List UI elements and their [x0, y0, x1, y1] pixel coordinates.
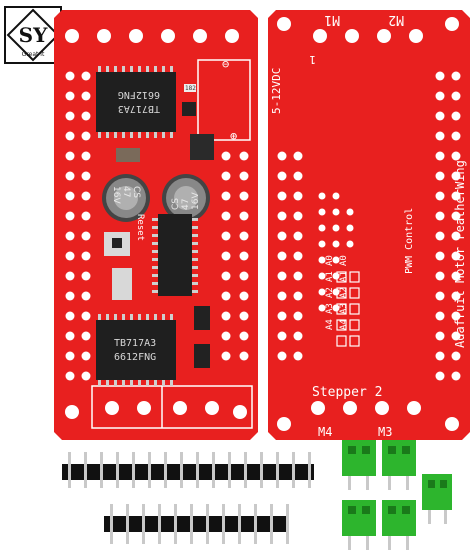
driver-chip-bottom: TB717A3 6612FNG — [96, 314, 176, 386]
label-m1: M1 — [324, 12, 340, 27]
address-jumper-pads — [336, 271, 360, 347]
reset-button — [104, 232, 130, 256]
logo-letters: SY — [19, 23, 48, 47]
mosfet — [190, 134, 214, 160]
right-board-holes — [277, 17, 459, 431]
label-pin1: 1 — [309, 53, 316, 66]
driver-chip-top: TB717A3 6612FNG — [96, 66, 176, 138]
label-m4: M4 — [318, 425, 332, 439]
chip-bottom-line2: 6612FNG — [114, 352, 156, 363]
capacitor-small — [116, 148, 140, 162]
addr-a0-col1: A0 — [325, 255, 335, 266]
reset-label: Reset — [135, 214, 145, 241]
electrolytic-capacitor-left: CS 47 16V — [102, 174, 150, 222]
label-product-name: Adafruit Motor FeatherWing — [453, 160, 467, 348]
terminal-block-1 — [342, 440, 376, 490]
terminal-minus-symbol: ⊖ — [222, 57, 229, 71]
chip-bottom-line1: TB717A3 — [114, 338, 156, 349]
left-board-holes — [65, 29, 247, 419]
resistor-code: 182 — [185, 85, 196, 92]
terminal-block-5 — [382, 500, 416, 550]
addr-a2-col1: A2 — [325, 287, 335, 298]
addr-a4-col2: A4 — [339, 319, 349, 330]
pin-header-long — [62, 452, 314, 488]
logo-caption: Great it — [22, 51, 45, 58]
pin-header-short — [104, 504, 289, 544]
cap-right-line3: 16V — [191, 192, 201, 210]
label-m2: M2 — [388, 12, 404, 27]
resistor — [184, 84, 196, 92]
terminal-block-2 — [382, 440, 416, 490]
pwm-chip — [152, 214, 198, 296]
right-pcb-backside: M1 M2 1 5-12VDC PWM Control Adafruit Mot… — [268, 10, 470, 440]
logo-badge: SY Great it — [4, 6, 62, 64]
addr-a4-col1: A4 — [325, 319, 335, 330]
addr-a2-col2: A2 — [339, 287, 349, 298]
logo: SY Great it — [4, 6, 62, 64]
electrolytic-capacitor-right: CS 47 16V — [162, 174, 210, 222]
addr-a0-col2: A0 — [339, 255, 349, 266]
terminal-plus-symbol: ⊕ — [230, 129, 237, 143]
label-m3: M3 — [378, 425, 392, 439]
resistor-array-top — [194, 306, 210, 330]
terminal-block-3 — [422, 474, 452, 524]
cap-block — [112, 268, 132, 300]
cap-right-line2: 47 — [181, 199, 191, 210]
chip-top-line1: TB717A3 — [118, 103, 160, 114]
label-stepper: Stepper 2 — [312, 385, 382, 400]
addr-a1-col2: A1 — [339, 271, 349, 282]
addr-a1-col1: A1 — [325, 271, 335, 282]
left-motor-board: ⊖ ⊕ TB717A3 6612FNG 182 — [54, 10, 258, 440]
addr-a3-col2: A3 — [339, 303, 349, 314]
cap-left-line2: 47 — [121, 186, 131, 197]
addr-a3-col1: A3 — [325, 303, 335, 314]
cap-left-line3: 16V — [111, 186, 121, 204]
chip-top-line2: 6612FNG — [118, 89, 160, 100]
resistor-array-bottom — [194, 344, 210, 368]
label-pwm-control: PWM Control — [404, 208, 415, 274]
reset-button-cap — [112, 238, 122, 248]
cap-right-line1: CS — [171, 198, 181, 210]
label-voltage: 5-12VDC — [270, 68, 283, 114]
terminal-block-4 — [342, 500, 376, 550]
cap-left-line1: CS — [131, 186, 141, 198]
small-ic — [182, 102, 196, 116]
